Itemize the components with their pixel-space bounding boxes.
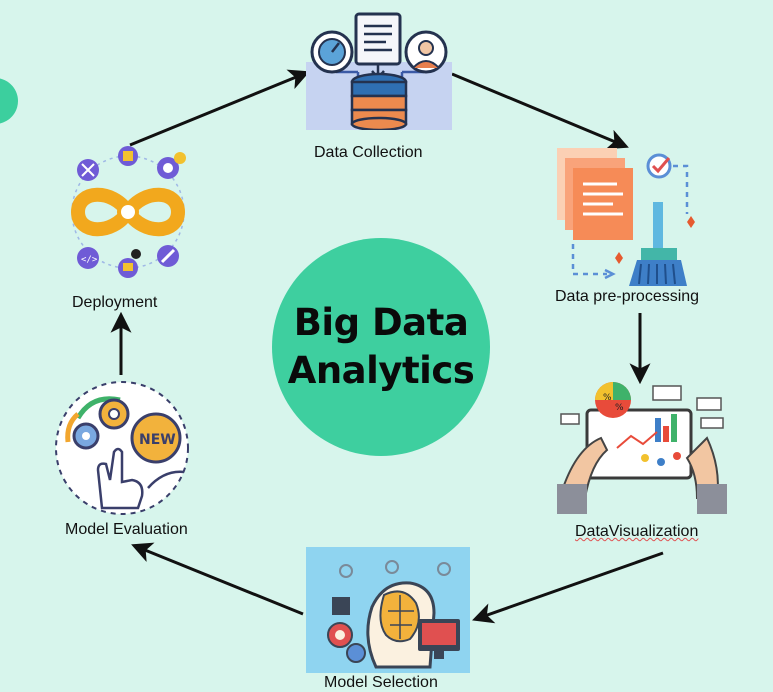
step-label-model-evaluation: Model Evaluation: [65, 521, 188, 538]
svg-text:%: %: [603, 393, 612, 403]
center-title-line2: Analytics: [287, 349, 475, 392]
database-icon: [306, 12, 452, 130]
step-label-data-visualization: DataVisualization: [575, 523, 699, 540]
step-label-model-selection: Model Selection: [324, 674, 438, 691]
arrow-visualization-to-selection: [472, 551, 664, 624]
arrow-selection-to-evaluation: [131, 542, 304, 616]
center-title-line1: Big Data: [293, 301, 469, 344]
center-title-circle: Big Data Analytics: [272, 238, 490, 456]
arrow-collection-to-preprocessing: [451, 72, 629, 150]
ai-head-icon: [306, 547, 470, 673]
svg-text:NEW: NEW: [139, 432, 176, 448]
arrow-deployment-to-collection: [129, 69, 310, 147]
svg-text:%: %: [615, 403, 624, 413]
step-label-data-preprocessing: Data pre-processing: [555, 288, 700, 305]
step-label-data-collection: Data Collection: [314, 144, 423, 161]
broom-icon: [557, 148, 695, 286]
gears-new-icon: NEW: [55, 381, 189, 515]
svg-text:</>: </>: [81, 255, 98, 265]
tablet-charts-icon: % %: [557, 382, 727, 514]
step-label-deployment: Deployment: [72, 294, 158, 311]
infinity-devops-icon: </>: [70, 146, 186, 278]
